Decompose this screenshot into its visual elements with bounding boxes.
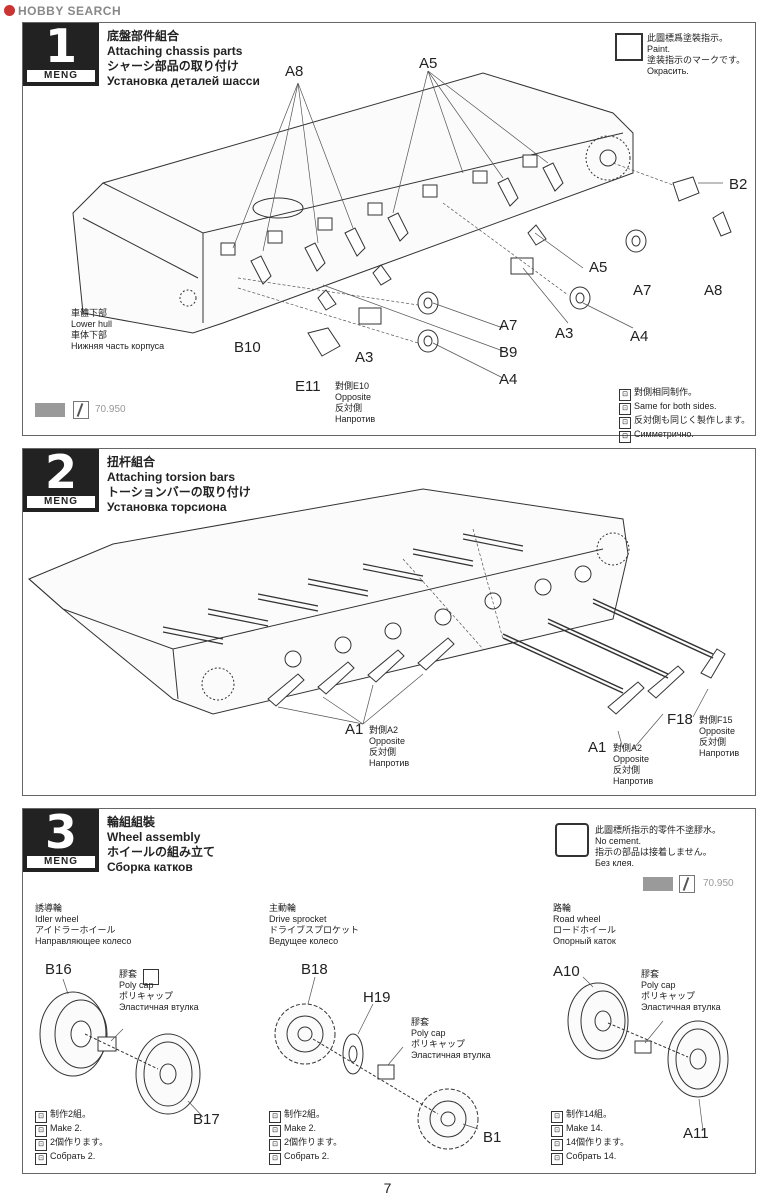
paint-brush-icon <box>679 875 695 893</box>
idler-heading: 誘導輪 Idler wheel アイドラーホイール Направляющее к… <box>35 903 132 946</box>
part-label: A1 <box>345 721 364 738</box>
part-label: E11 <box>295 378 321 395</box>
step-number: 3 <box>44 805 77 859</box>
hull-label: 車體下部 Lower hull 車体下部 Нижняя часть корпус… <box>71 308 165 351</box>
note-icon: ⊡ <box>551 1153 563 1165</box>
step-badge: 2 MENG <box>23 445 99 512</box>
chassis-diagram <box>72 70 732 379</box>
no-cement-icon <box>555 823 589 857</box>
note-icon: ⊡ <box>269 1139 281 1151</box>
part-label: A3 <box>355 349 374 366</box>
brand-logo: MENG <box>27 856 95 868</box>
part-label: H19 <box>363 989 391 1006</box>
brand-logo: MENG <box>27 496 95 508</box>
opposite-note: 對側E10 Opposite 反対側 Напротив <box>335 381 376 424</box>
cement-note: 此圖標所指示的零件不塗膠水。 No cement. 指示の部品は接着しません。 … <box>595 825 722 868</box>
polycap-label: 膠套 Poly cap ポリキャップ Эластичная втулка <box>119 969 199 1012</box>
symmetry-note: ⊡對側相同制作。 ⊡Same for both sides. ⊡反対側も同じく製… <box>619 387 750 443</box>
paint-brush-icon <box>615 33 643 61</box>
part-label: A3 <box>555 325 574 342</box>
watermark: HOBBY SEARCH <box>4 4 121 18</box>
step-number: 1 <box>44 19 77 73</box>
page-number: 7 <box>383 1180 392 1196</box>
note-icon: ⊡ <box>269 1153 281 1165</box>
part-label: A8 <box>704 282 723 299</box>
make-count: ⊡制作2組。 ⊡Make 2. ⊡2個作ります。 ⊡Собрать 2. <box>35 1109 108 1165</box>
part-label: A1 <box>588 739 607 756</box>
note-icon: ⊡ <box>551 1125 563 1137</box>
step-badge: 3 MENG <box>23 805 99 872</box>
note-icon: ⊡ <box>35 1125 47 1137</box>
part-label: A5 <box>419 55 438 72</box>
part-label: B18 <box>301 961 328 978</box>
part-label: F18 <box>667 711 693 728</box>
note-icon: ⊡ <box>551 1111 563 1123</box>
make-count: ⊡制作2組。 ⊡Make 2. ⊡2個作ります。 ⊡Собрать 2. <box>269 1109 342 1165</box>
part-label: B17 <box>193 1111 220 1128</box>
step-title: 底盤部件組合 Attaching chassis parts シャーシ部品の取り… <box>107 29 260 88</box>
step-2-panel: 2 MENG 扭杆組合 Attaching torsion bars トーション… <box>22 445 756 796</box>
symmetry-icon: ⊡ <box>619 417 631 429</box>
polycap-label: 膠套 Poly cap ポリキャップ Эластичная втулка <box>411 1017 491 1060</box>
paint-swatch <box>643 877 673 891</box>
note-icon: ⊡ <box>269 1125 281 1137</box>
symmetry-icon: ⊡ <box>619 389 631 401</box>
opposite-note: 對側A2 Opposite 反対側 Напротив <box>613 743 654 786</box>
step-3-panel: 3 MENG 輪組組裝 Wheel assembly ホイールの組み立て Сбо… <box>22 805 756 1174</box>
sprocket-heading: 主動輪 Drive sprocket ドライブスプロケット Ведущее ко… <box>269 903 360 946</box>
polycap-label: 膠套 Poly cap ポリキャップ Эластичная втулка <box>641 969 721 1012</box>
no-cement-icon <box>143 969 159 985</box>
part-label: A11 <box>683 1125 709 1142</box>
brand-logo: MENG <box>27 70 95 82</box>
part-label: A4 <box>499 371 518 388</box>
part-label: B9 <box>499 344 518 361</box>
wheel-diagram <box>39 976 729 1150</box>
paint-swatch <box>35 403 65 417</box>
step-title: 扭杆組合 Attaching torsion bars トーションバーの取り付け… <box>107 455 251 514</box>
part-label: B16 <box>45 961 72 978</box>
paint-code: 70.950 <box>95 404 126 415</box>
part-label: A7 <box>499 317 518 334</box>
opposite-note: 對側F15 Opposite 反対側 Напротив <box>699 715 740 758</box>
paint-brush-icon <box>73 401 89 419</box>
note-icon: ⊡ <box>35 1139 47 1151</box>
paint-code: 70.950 <box>703 878 734 889</box>
note-icon: ⊡ <box>35 1153 47 1165</box>
torsion-bar-diagram <box>28 488 726 750</box>
step-1-panel: 1 MENG 底盤部件組合 Attaching chassis parts シャ… <box>22 19 756 443</box>
make-count: ⊡制作14組。 ⊡Make 14. ⊡14個作ります。 ⊡Собрать 14. <box>551 1109 629 1165</box>
symmetry-icon: ⊡ <box>619 403 631 415</box>
part-label: B10 <box>234 339 261 356</box>
part-label: A10 <box>553 963 580 980</box>
part-label: A5 <box>589 259 608 276</box>
symmetry-icon: ⊡ <box>619 431 631 443</box>
road-wheel-heading: 路輪 Road wheel ロードホイール Опорный каток <box>553 903 617 946</box>
step-number: 2 <box>44 445 77 499</box>
part-label: A8 <box>285 63 304 80</box>
step-title: 輪組組裝 Wheel assembly ホイールの組み立て Сборка кат… <box>107 815 216 874</box>
note-icon: ⊡ <box>269 1111 281 1123</box>
part-label: A7 <box>633 282 652 299</box>
step-badge: 1 MENG <box>23 19 99 86</box>
part-label: B2 <box>729 176 748 193</box>
paint-note: 此圖標爲塗裝指示。 Paint. 塗装指示のマークです。 Окрасить. <box>647 33 746 76</box>
part-label: B1 <box>483 1129 502 1146</box>
part-label: A4 <box>630 328 649 345</box>
logo-icon <box>4 5 15 16</box>
note-icon: ⊡ <box>551 1139 563 1151</box>
note-icon: ⊡ <box>35 1111 47 1123</box>
opposite-note: 對側A2 Opposite 反対側 Напротив <box>369 725 410 768</box>
